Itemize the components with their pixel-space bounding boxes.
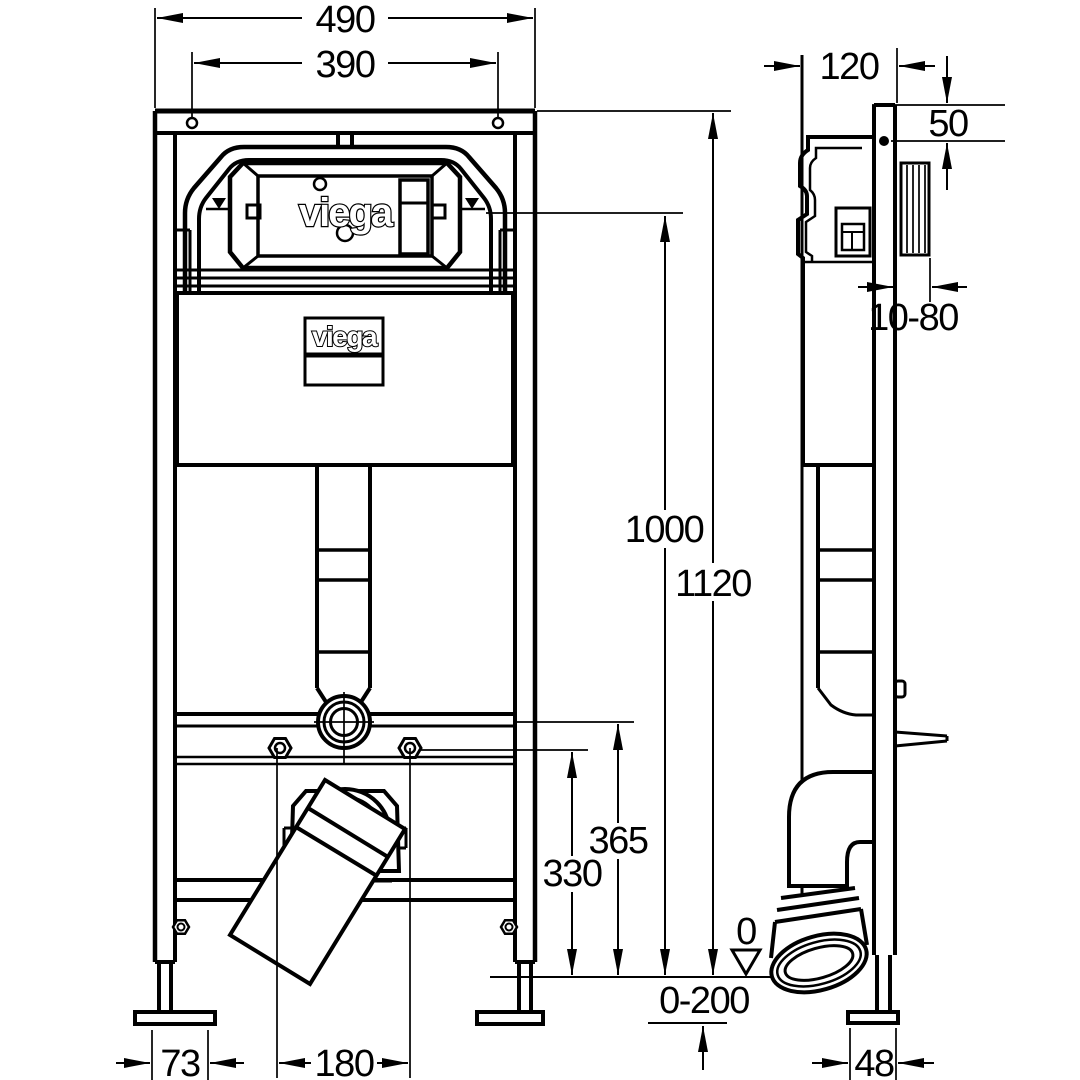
wall-anchor-block — [899, 161, 931, 257]
plate-fixing-square-right — [430, 203, 447, 220]
foot-lock-bolt-left — [171, 918, 191, 936]
foot-plate-right — [475, 1010, 545, 1026]
foot-plate-left — [133, 1010, 217, 1026]
dim-bolt-spacing: 180 — [315, 1043, 374, 1080]
top-fixing-point — [879, 136, 889, 146]
dim-width-overall: 490 — [316, 0, 375, 41]
viega-logo-sticker: viega — [312, 321, 378, 352]
plate-fixing-square-left — [245, 203, 262, 220]
dim-height-flush-elbow: 365 — [589, 820, 648, 862]
cistern-profile — [796, 135, 874, 467]
water-level-mark-left — [212, 198, 226, 209]
dim-group-top: 490 390 — [154, 0, 536, 118]
dim-group-side: 120 50 10-80 48 — [764, 46, 1005, 1080]
adjustable-feet — [133, 918, 545, 1026]
outlet-socket-rim — [769, 931, 869, 995]
floor-level-zero: 0 — [736, 911, 756, 953]
dim-frame-depth: 120 — [820, 46, 879, 88]
side-foot-plate — [846, 1010, 900, 1025]
dim-height-fixing-bolts: 330 — [543, 853, 602, 895]
frame-front-rail — [846, 103, 949, 1025]
foot-lock-bolt-right — [499, 918, 519, 936]
outlet-elbow — [769, 770, 876, 995]
viega-logo-plate: viega — [299, 191, 394, 235]
fixing-hole-right — [491, 116, 505, 130]
dim-top-fixing-offset: 50 — [928, 103, 968, 145]
side-view: 120 50 10-80 48 — [764, 46, 1005, 1080]
dim-group-heights: 1120 1000 365 330 — [276, 110, 753, 1078]
outlet-pipe-angled — [227, 777, 408, 987]
flush-valve-housing — [834, 206, 872, 258]
front-view: viega viega — [116, 0, 795, 1080]
dim-wall-clearance-range: 10-80 — [868, 297, 958, 339]
flush-pipe — [314, 465, 374, 764]
floor-level-triangle — [729, 948, 763, 977]
blank-label-box — [303, 354, 385, 387]
flush-button — [398, 178, 430, 256]
dim-height-water-level: 1000 — [625, 509, 704, 551]
dim-group-floor: 0 0-200 — [490, 911, 795, 1070]
dim-height-frame: 1120 — [675, 563, 751, 605]
fixing-bolt-left — [267, 737, 293, 759]
dim-group-bottom: 73 180 — [116, 1030, 408, 1080]
side-flush-pipe — [816, 465, 874, 717]
rail-clip — [893, 679, 907, 699]
viega-sticker-box — [303, 316, 385, 356]
fixing-hole-left — [185, 116, 199, 130]
cistern-access-panel: viega — [176, 133, 514, 293]
dim-foot-width: 73 — [160, 1043, 200, 1080]
dim-foot-adjustment-range: 0-200 — [659, 980, 749, 1022]
water-level-mark-right — [465, 198, 479, 209]
cistern-body: viega — [175, 291, 515, 467]
dim-width-fixing-holes: 390 — [316, 44, 375, 86]
dim-foot-depth: 48 — [854, 1043, 894, 1080]
